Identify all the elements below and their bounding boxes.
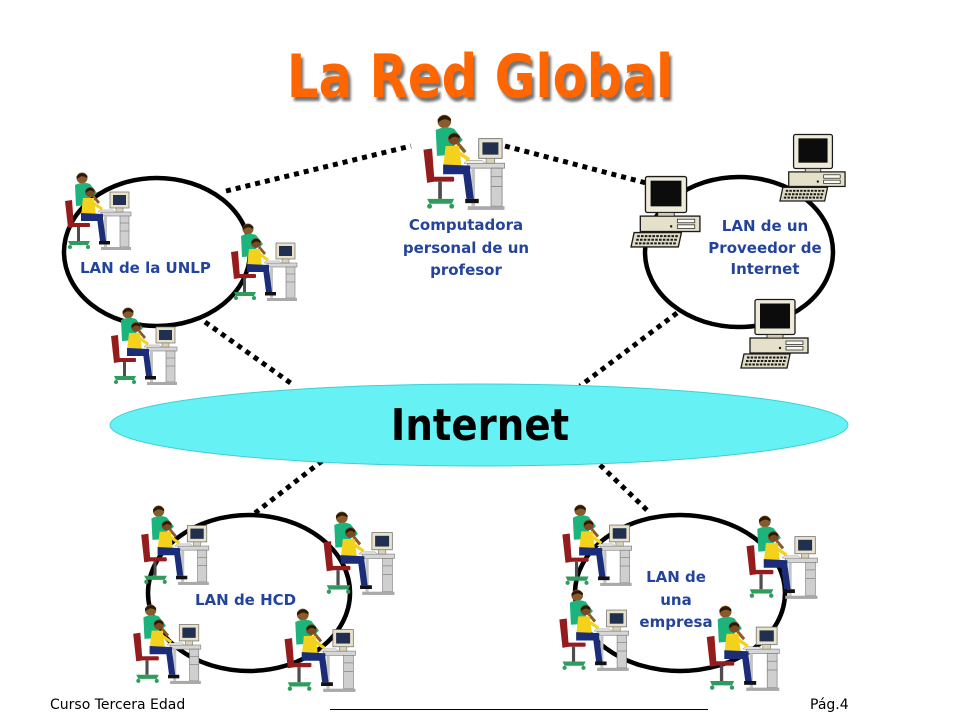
label-line: LAN de un: [721, 217, 809, 235]
label-line: empresa: [639, 613, 713, 631]
lan-ring-hcd: [145, 512, 353, 674]
label-line: LAN de la UNLP: [80, 259, 211, 277]
label-line: LAN de: [646, 568, 706, 586]
label-line: Proveedor de: [708, 238, 822, 257]
footer-course: Curso Tercera Edad: [50, 697, 186, 713]
links: [203, 143, 679, 515]
link-isp-internet: [578, 311, 679, 388]
link-internet-company: [598, 463, 652, 515]
label-line: Internet: [730, 260, 800, 278]
label-line: personal de un: [402, 238, 530, 257]
lan-ring-isp: [642, 174, 836, 330]
label-line: una: [660, 590, 692, 609]
label-line: profesor: [430, 261, 502, 279]
link-unlp-internet: [203, 319, 294, 387]
internet-cloud: [109, 383, 849, 467]
desktop-computer-icon: [779, 133, 847, 203]
link-internet-hcd: [253, 459, 324, 515]
label-lan-unlp: LAN de la UNLP: [80, 257, 211, 279]
label-lan-company: LAN de una empresa: [586, 566, 766, 634]
label-professor-computer: Computadora personal de un profesor: [376, 214, 556, 282]
label-line: Computadora: [408, 216, 524, 234]
label-lan-isp: LAN de un Proveedor de Internet: [675, 216, 855, 281]
person-at-computer-icon: [230, 222, 298, 302]
footer-page-number: Pág.4: [810, 697, 849, 713]
internet-label: Internet: [390, 400, 570, 451]
link-professor-isp: [504, 143, 651, 187]
link-unlp-professor: [225, 143, 412, 194]
person-at-computer-icon: [422, 114, 506, 211]
professor-computer: [422, 114, 506, 211]
label-line: LAN de HCD: [195, 591, 297, 609]
label-lan-hcd: LAN de HCD: [195, 589, 296, 611]
person-at-computer-icon: [132, 604, 202, 685]
slide-title: La Red Global: [286, 42, 674, 112]
